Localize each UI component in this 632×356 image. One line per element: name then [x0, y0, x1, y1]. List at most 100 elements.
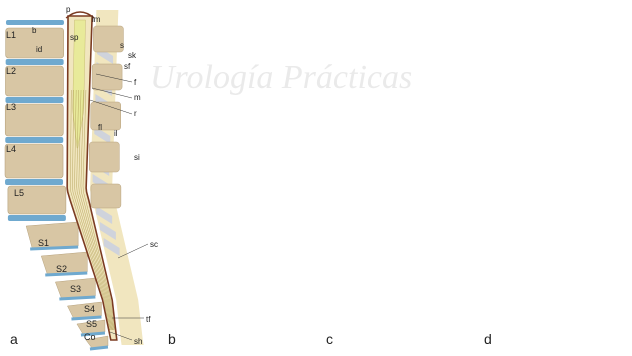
structure-label: sp: [70, 33, 79, 42]
ligament-stripe: [566, 190, 582, 208]
sacral-segment: [184, 222, 236, 248]
posterior-element: [89, 142, 119, 172]
ligament-stripe: [413, 62, 429, 80]
vertebral-body: [322, 28, 380, 58]
structure-label: sh: [134, 337, 142, 346]
sacral-segment: [560, 336, 582, 348]
posterior-element: [249, 184, 279, 208]
structure-label: m: [134, 93, 141, 102]
sacral-segment: [529, 278, 569, 298]
herniated-neural-tissue: [555, 75, 632, 103]
ligament-stripe: [570, 206, 586, 224]
sacral-disc: [59, 297, 95, 299]
hair-tuft: [275, 103, 294, 118]
nerve-root: [397, 90, 430, 330]
sacral-segment: [541, 302, 575, 318]
nerve-root: [230, 90, 268, 330]
ligament-stripe: [414, 30, 430, 48]
vertebral-body: [324, 186, 382, 214]
posterior-element: [249, 102, 279, 130]
posterior-element: [92, 64, 122, 90]
ligament-stripe: [411, 94, 427, 112]
posterior-element: [407, 102, 437, 130]
vertebra-level-label: S3: [70, 284, 81, 294]
structure-label: s: [120, 41, 124, 50]
meningeal-sac: [563, 66, 632, 130]
posterior-element: [563, 142, 593, 172]
dura-top: [540, 12, 568, 18]
sacral-segment: [342, 222, 394, 248]
vertebral-body: [482, 186, 540, 214]
ligament-stripe: [253, 110, 269, 128]
posterior-element: [408, 64, 438, 90]
structure-label: b: [32, 26, 37, 35]
panel-label-a: a: [10, 331, 18, 347]
ligament-stripe: [253, 94, 269, 112]
nerve-root: [237, 90, 271, 330]
vertebra-level-label: L5: [14, 188, 24, 198]
hair-tuft: [275, 103, 296, 110]
sacral-segment: [199, 252, 245, 274]
sacral-disc: [375, 297, 411, 299]
sacral-segment: [371, 278, 411, 298]
ligament-stripe: [416, 222, 432, 240]
intervertebral-disc: [480, 59, 538, 65]
hair-tuft: [275, 102, 297, 103]
sacral-disc: [533, 297, 569, 299]
intervertebral-disc: [5, 137, 63, 143]
ligament-stripe: [413, 46, 429, 64]
sacral-disc: [519, 273, 561, 275]
intervertebral-disc: [479, 137, 537, 143]
vertebra-level-label: S1: [38, 238, 49, 248]
hair-tuft: [275, 103, 297, 106]
sacral-segment: [515, 252, 561, 274]
ligament-stripe: [256, 30, 272, 48]
hair-tuft: [275, 99, 297, 103]
nerve-root: [391, 90, 428, 330]
vertebral-body: [479, 104, 537, 136]
intervertebral-disc: [163, 179, 221, 185]
intervertebral-disc: [5, 179, 63, 185]
sacral-disc: [217, 297, 253, 299]
ligament-stripe: [410, 142, 426, 160]
ligament-stripe: [569, 110, 585, 128]
sacral-disc: [361, 273, 403, 275]
ligament-stripe: [251, 174, 267, 192]
panel-label-b: b: [168, 331, 176, 347]
hair-tuft: [275, 100, 297, 103]
panel-a: [5, 10, 144, 349]
vertebra-level-label: L4: [6, 144, 16, 154]
posterior-element: [407, 184, 437, 208]
hair-tuft: [275, 96, 296, 103]
ligament-stripe: [569, 94, 585, 112]
structure-label: tf: [146, 315, 151, 324]
nerve-root: [549, 90, 586, 330]
panel-label-d: d: [484, 331, 492, 347]
intervertebral-disc: [321, 97, 379, 103]
vertebral-body: [163, 104, 221, 136]
hair-tuft: [275, 103, 293, 119]
nerve-root: [235, 90, 271, 330]
sacral-disc: [203, 273, 245, 275]
ligament-stripe: [572, 30, 588, 48]
nerve-root: [388, 90, 426, 330]
structure-label: f: [134, 78, 137, 87]
ligament-stripe: [567, 158, 583, 176]
nerve-root: [553, 90, 587, 330]
intervertebral-disc: [164, 20, 222, 25]
sacral-disc: [504, 247, 552, 249]
vertebra-level-label: L1: [6, 30, 16, 40]
herniated-neural-tissue: [555, 80, 632, 106]
intervertebral-disc: [163, 97, 221, 103]
nerve-root: [555, 90, 588, 330]
ligament-stripe: [408, 190, 424, 208]
vertebra-level-label: S5: [86, 319, 97, 329]
structure-label: p: [66, 5, 71, 14]
intervertebral-disc: [166, 215, 224, 221]
sacral-segment: [235, 320, 263, 334]
structure-label: sc: [150, 240, 158, 249]
sacral-segment: [357, 252, 403, 274]
ligament-stripe: [568, 142, 584, 160]
